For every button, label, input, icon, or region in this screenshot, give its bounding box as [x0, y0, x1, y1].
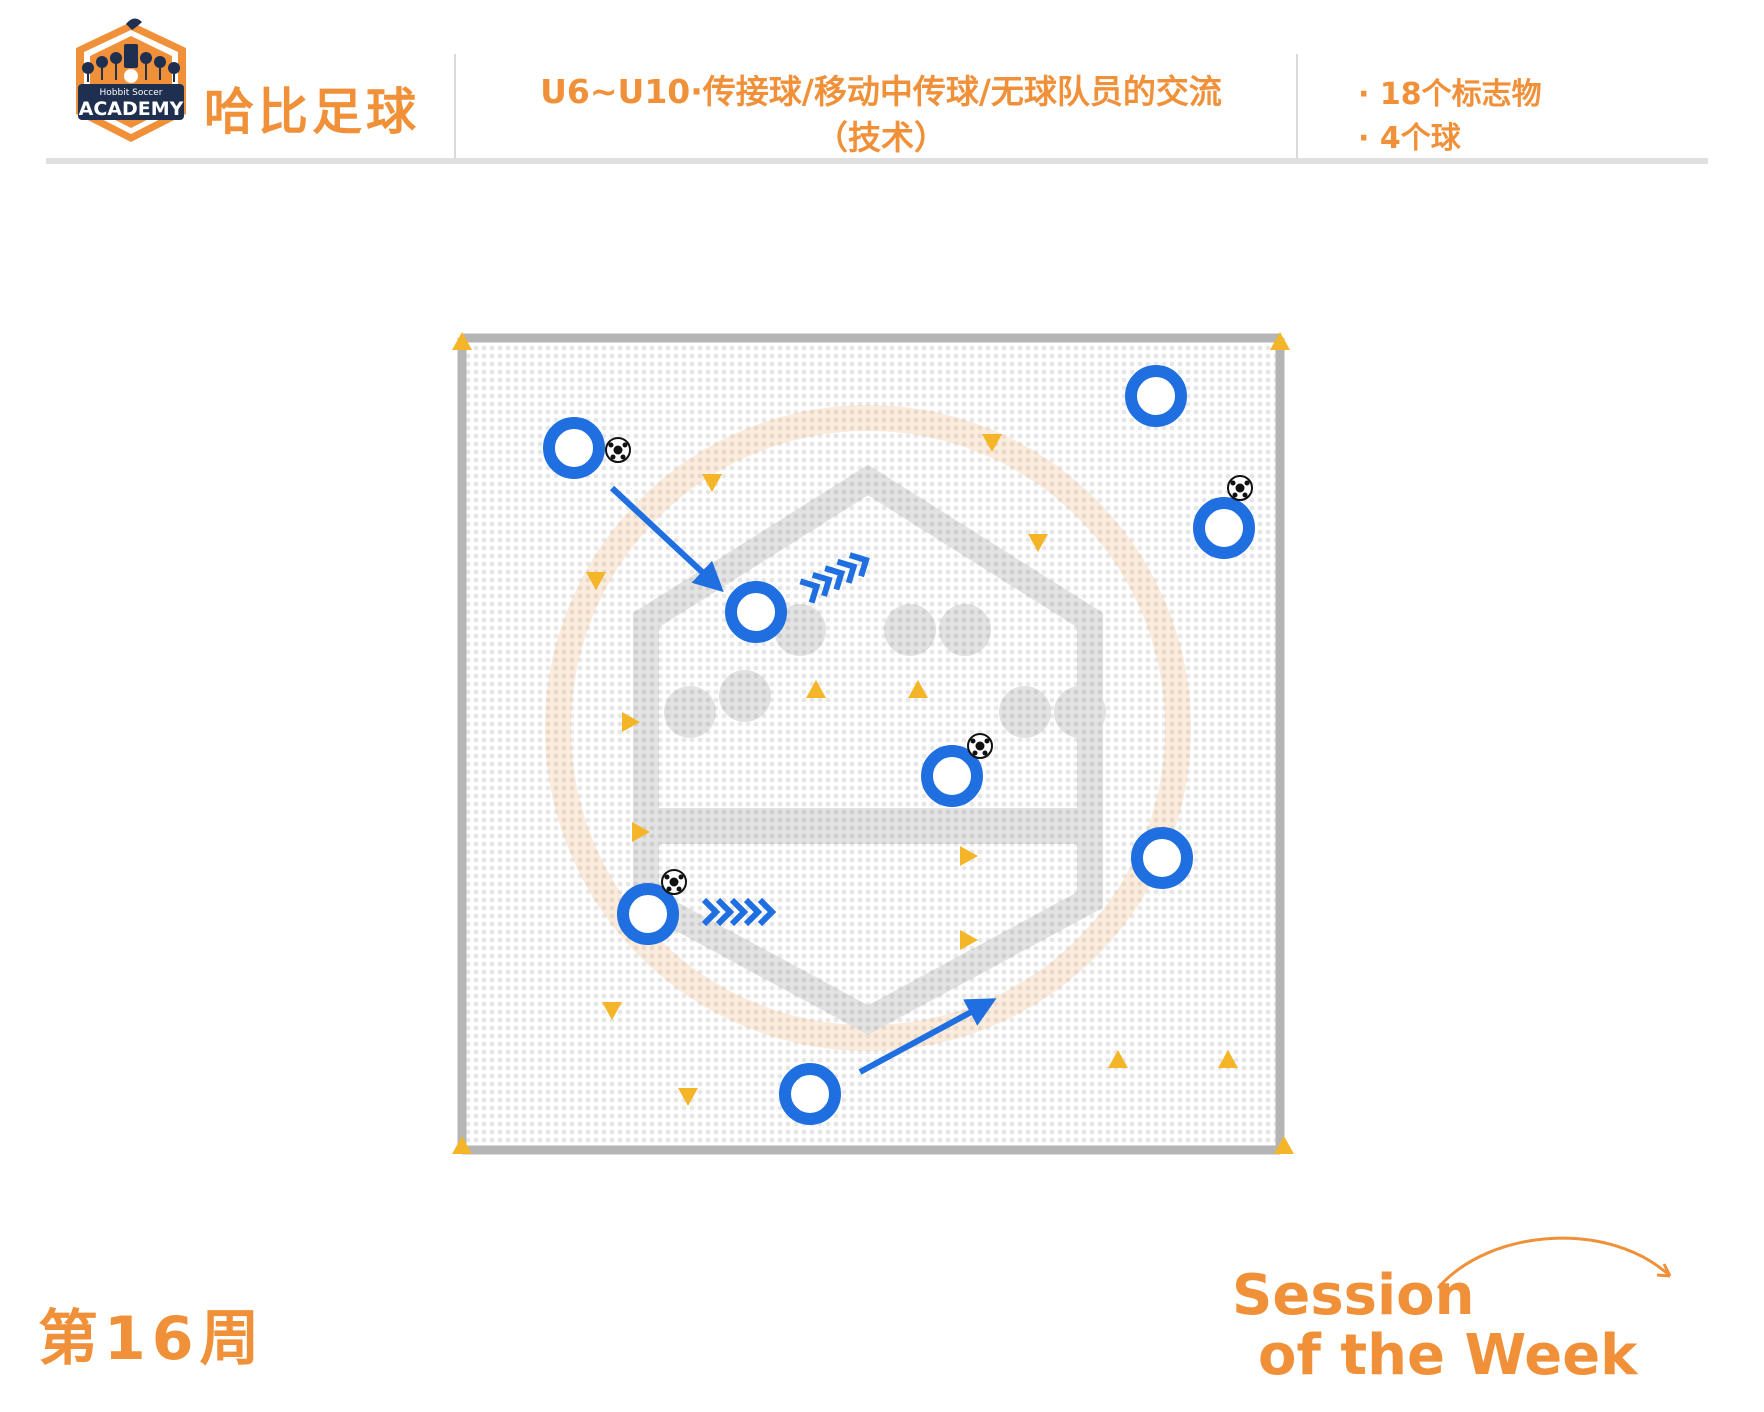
player-marker	[1131, 827, 1193, 889]
cone-marker	[1108, 1050, 1128, 1068]
cone-marker	[908, 680, 928, 698]
cone-marker	[960, 846, 978, 866]
player-marker	[725, 581, 787, 643]
cone-marker	[702, 474, 722, 492]
pass-arrow	[609, 485, 724, 593]
equipment-item: · 4个球	[1358, 121, 1461, 156]
logo-text-main: ACADEMY	[79, 98, 184, 120]
session-subtitle: （技术）	[815, 118, 947, 157]
cone-marker	[960, 930, 978, 950]
movement-layer	[609, 485, 997, 1075]
cone-marker	[1218, 1050, 1238, 1068]
pitch-area	[462, 338, 1280, 1150]
ball-icon	[661, 869, 687, 895]
cone-marker	[1270, 332, 1290, 350]
ball-icon	[1227, 475, 1253, 501]
cone-marker	[602, 1002, 622, 1020]
brand-name: 哈比足球	[204, 83, 420, 141]
week-label: 第16周	[38, 1304, 266, 1374]
ball-icon	[605, 437, 631, 463]
session-title: U6~U10·传接球/移动中传球/无球队员的交流	[540, 72, 1222, 111]
header-divider	[1296, 54, 1298, 158]
player-marker	[1125, 365, 1187, 427]
player-marker	[543, 417, 605, 479]
players-layer	[543, 365, 1255, 1125]
cone-marker	[678, 1088, 698, 1106]
sotw-line1: Session	[1232, 1263, 1475, 1328]
cone-marker	[586, 572, 606, 590]
player-marker	[1193, 497, 1255, 559]
cone-marker	[452, 332, 472, 350]
header-rule	[46, 158, 1708, 164]
logo-text-top: Hobbit Soccer	[100, 88, 163, 98]
watermark-logo	[545, 405, 1191, 1051]
cone-marker	[1274, 1136, 1294, 1154]
sotw-line2: of the Week	[1258, 1323, 1639, 1388]
player-marker	[617, 883, 679, 945]
player-marker	[921, 745, 983, 807]
session-of-the-week-logo: Session of the Week	[1232, 1236, 1672, 1388]
header-divider	[454, 54, 456, 158]
cone-marker	[806, 680, 826, 698]
player-marker	[779, 1063, 841, 1125]
cone-marker	[1028, 534, 1048, 552]
cone-marker	[452, 1136, 472, 1154]
pass-arrow	[858, 998, 997, 1075]
ball-icon	[967, 733, 993, 759]
cone-marker	[982, 434, 1002, 452]
cones-layer	[452, 332, 1294, 1154]
cone-marker	[632, 822, 650, 842]
equipment-item: · 18个标志物	[1358, 77, 1542, 112]
dribble-chevrons	[701, 897, 777, 927]
cone-marker	[622, 712, 640, 732]
dribble-chevrons	[799, 552, 870, 604]
academy-logo: Hobbit Soccer ACADEMY	[76, 18, 186, 142]
pitch-boundary	[457, 333, 1285, 1155]
